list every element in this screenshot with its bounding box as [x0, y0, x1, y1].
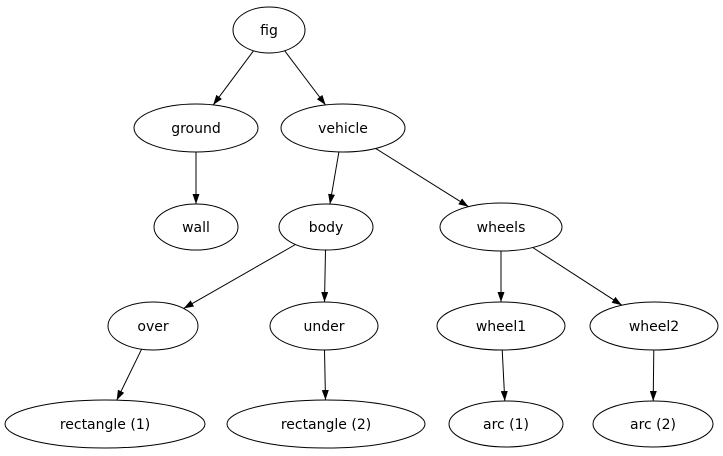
node-label-wheel2: wheel2 — [629, 319, 679, 335]
edge-body-over — [183, 244, 296, 309]
node-ellipse-wheel1 — [436, 301, 566, 351]
node-arc-2: arc (2) — [592, 400, 714, 448]
node-ellipse-under — [269, 301, 379, 351]
node-rectangle-1: rectangle (1) — [4, 399, 206, 449]
node-over: over — [107, 301, 199, 351]
edge-vehicle-wheels — [375, 147, 469, 208]
edge-under-rectangle-2 — [321, 349, 329, 401]
edge-body-under — [321, 249, 329, 303]
node-body: body — [278, 203, 374, 251]
node-arc-1: arc (1) — [448, 400, 564, 448]
node-label-fig: fig — [260, 23, 278, 39]
node-ellipse-vehicle — [280, 103, 406, 153]
edge-wheels-wheel2 — [532, 247, 623, 306]
node-ellipse-arc-1 — [448, 400, 564, 448]
edge-wheel2-arc-2 — [649, 349, 657, 402]
node-under: under — [269, 301, 379, 351]
node-label-body: body — [309, 220, 344, 236]
node-ground: ground — [133, 103, 259, 153]
node-rectangle-2: rectangle (2) — [226, 399, 426, 449]
node-ellipse-wall — [153, 203, 239, 251]
edge-wheel1-arc-1 — [500, 349, 508, 402]
edge-vehicle-body — [328, 151, 340, 205]
node-ellipse-rectangle-1 — [4, 399, 206, 449]
node-ellipse-wheels — [439, 202, 563, 252]
node-ellipse-wheel2 — [589, 301, 719, 351]
node-label-wheel1: wheel1 — [476, 319, 526, 335]
node-label-vehicle: vehicle — [318, 121, 368, 137]
node-ellipse-body — [278, 203, 374, 251]
node-fig: fig — [232, 6, 306, 54]
edge-fig-ground — [212, 50, 254, 106]
node-label-arc-1: arc (1) — [483, 417, 529, 433]
edge-fig-vehicle — [284, 50, 326, 106]
node-ellipse-fig — [232, 6, 306, 54]
node-vehicle: vehicle — [280, 103, 406, 153]
node-label-wheels: wheels — [477, 220, 526, 236]
node-label-rectangle-2: rectangle (2) — [281, 417, 371, 433]
node-label-ground: ground — [171, 121, 221, 137]
node-wheels: wheels — [439, 202, 563, 252]
node-ellipse-arc-2 — [592, 400, 714, 448]
node-label-wall: wall — [182, 220, 210, 236]
node-label-arc-2: arc (2) — [630, 417, 676, 433]
node-label-under: under — [303, 319, 344, 335]
node-ellipse-over — [107, 301, 199, 351]
node-label-rectangle-1: rectangle (1) — [60, 417, 150, 433]
node-label-over: over — [137, 319, 168, 335]
edge-over-rectangle-1 — [116, 348, 143, 401]
node-ellipse-rectangle-2 — [226, 399, 426, 449]
node-wheel1: wheel1 — [436, 301, 566, 351]
node-ellipse-ground — [133, 103, 259, 153]
node-wall: wall — [153, 203, 239, 251]
node-wheel2: wheel2 — [589, 301, 719, 351]
